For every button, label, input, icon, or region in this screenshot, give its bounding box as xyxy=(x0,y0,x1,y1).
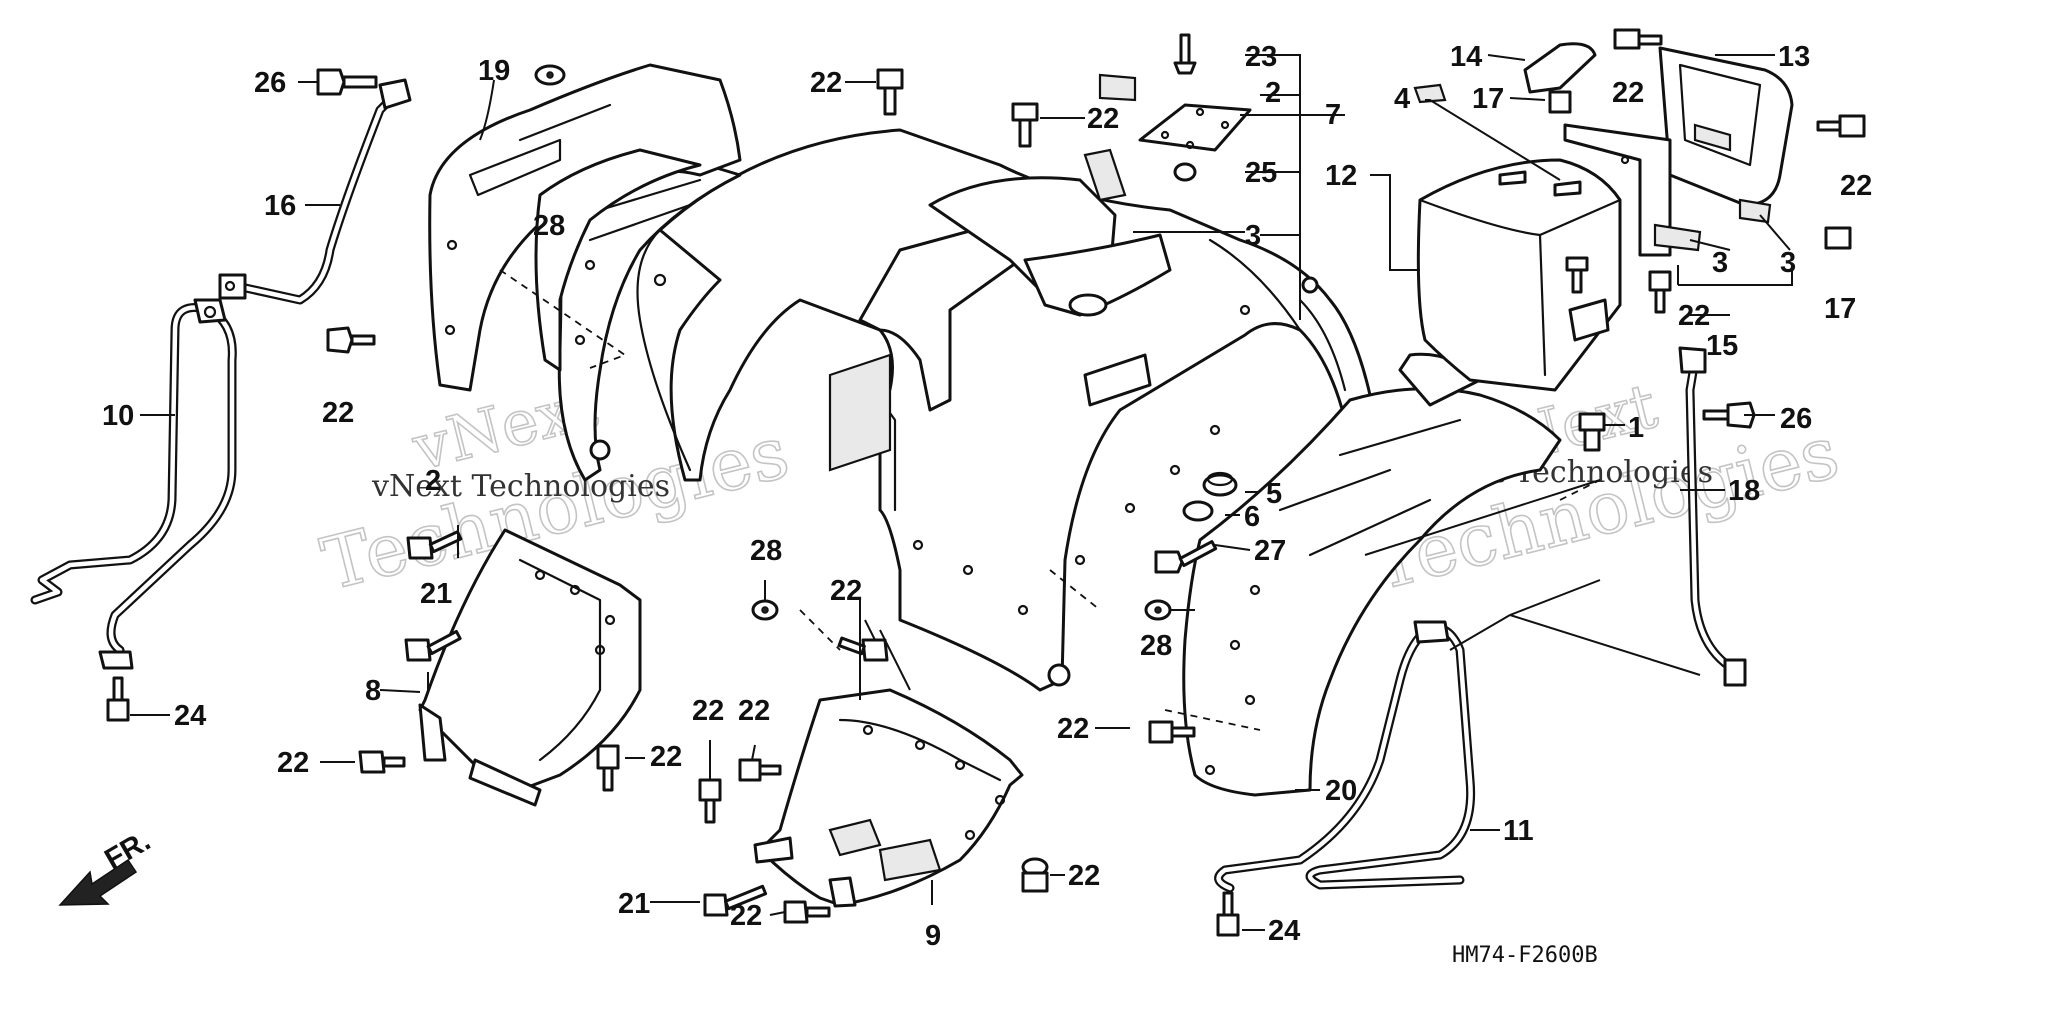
callout-22: 22 xyxy=(1840,170,1872,202)
front-direction-label: FR. xyxy=(100,825,156,876)
callout-19: 19 xyxy=(478,55,510,87)
callout-3: 3 xyxy=(1780,247,1796,279)
callout-20: 20 xyxy=(1325,775,1357,807)
callout-11: 11 xyxy=(1503,815,1534,847)
callout-10: 10 xyxy=(102,400,134,432)
callout-24: 24 xyxy=(1268,915,1300,947)
callout-24: 24 xyxy=(174,700,206,732)
leader-lines xyxy=(130,54,1793,931)
part-18-stay xyxy=(1678,346,1747,687)
callout-28: 28 xyxy=(1140,630,1172,662)
callout-22: 22 xyxy=(1087,103,1119,135)
callout-13: 13 xyxy=(1778,41,1810,73)
part-10-rod xyxy=(30,298,237,670)
callout-27: 27 xyxy=(1254,535,1286,567)
callout-22: 22 xyxy=(830,575,862,607)
callout-22: 22 xyxy=(810,67,842,99)
callout-4: 4 xyxy=(1394,83,1410,115)
callout-26: 26 xyxy=(254,67,286,99)
callout-26: 26 xyxy=(1780,403,1812,435)
callout-2: 2 xyxy=(1265,77,1281,109)
callout-22: 22 xyxy=(730,900,762,932)
callout-18: 18 xyxy=(1728,475,1760,507)
part-8-mudguard xyxy=(418,528,642,807)
callout-22: 22 xyxy=(1068,860,1100,892)
callout-22: 22 xyxy=(1678,300,1710,332)
callout-1: 1 xyxy=(1628,412,1644,444)
part-3-pad xyxy=(1083,73,1772,252)
part-7-plate xyxy=(1138,103,1252,152)
callout-22: 22 xyxy=(277,747,309,779)
part-16-stay xyxy=(218,78,412,305)
rear-fender-main xyxy=(557,128,1372,692)
part-9-mudguard xyxy=(753,688,1024,908)
callout-17: 17 xyxy=(1472,83,1504,115)
fasteners xyxy=(106,28,1866,937)
callout-22: 22 xyxy=(692,695,724,727)
front-direction-indicator: FR. xyxy=(58,825,156,906)
callout-21: 21 xyxy=(618,888,650,920)
part-11-rod xyxy=(1214,620,1476,893)
callout-17: 17 xyxy=(1824,293,1856,325)
part-13-cover xyxy=(1563,46,1794,257)
callout-16: 16 xyxy=(264,190,296,222)
part-12-box xyxy=(1416,158,1622,392)
callout-3: 3 xyxy=(1245,220,1261,252)
callout-8: 8 xyxy=(365,675,381,707)
callout-22: 22 xyxy=(738,695,770,727)
callout-25: 25 xyxy=(1245,157,1277,189)
callout-28: 28 xyxy=(533,210,565,242)
diagram-code: HM74-F2600B xyxy=(1452,943,1598,968)
part-14-clip xyxy=(1523,42,1597,94)
callout-22: 22 xyxy=(1612,77,1644,109)
callout-22: 22 xyxy=(1057,713,1089,745)
watermark: vNext Technologies vNext Technologies vN… xyxy=(313,368,1847,607)
callout-2: 2 xyxy=(425,465,441,497)
callout-22: 22 xyxy=(650,741,682,773)
callout-6: 6 xyxy=(1244,501,1260,533)
callout-9: 9 xyxy=(925,920,941,952)
callout-7: 7 xyxy=(1325,99,1341,131)
callout-21: 21 xyxy=(420,578,452,610)
callout-22: 22 xyxy=(322,397,354,429)
callout-15: 15 xyxy=(1706,330,1738,362)
callout-12: 12 xyxy=(1325,160,1357,192)
watermark-line: vNext Technologies xyxy=(371,469,670,504)
callout-3: 3 xyxy=(1712,247,1728,279)
part-19-panel xyxy=(428,63,742,392)
callout-5: 5 xyxy=(1266,478,1282,510)
callouts: 26 16 10 24 19 28 22 22 22 23 2 7 25 3 1… xyxy=(102,41,1872,952)
callout-23: 23 xyxy=(1245,41,1277,73)
callout-14: 14 xyxy=(1450,41,1482,73)
callout-28: 28 xyxy=(750,535,782,567)
